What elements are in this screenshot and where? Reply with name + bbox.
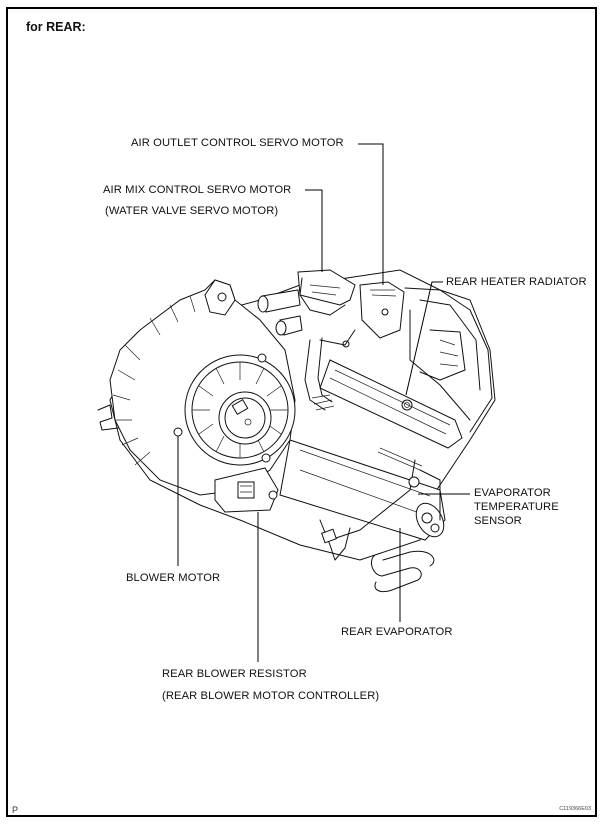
blower-housing	[97, 279, 296, 513]
leader-rear-heater-radiator	[405, 281, 443, 396]
figure-code: C119366E03	[559, 806, 591, 812]
diagram-heading: for REAR:	[26, 20, 86, 34]
diagram-frame	[6, 7, 597, 817]
fan-blades	[192, 362, 288, 458]
leader-air-mix-servo	[305, 189, 323, 272]
label-rear-blower-motor-controller: (REAR BLOWER MOTOR CONTROLLER)	[162, 690, 380, 702]
label-rear-evaporator: REAR EVAPORATOR	[341, 626, 453, 638]
leader-lines	[177, 143, 470, 662]
label-evaporator-temperature-sensor-2: TEMPERATURE	[474, 501, 559, 513]
label-water-valve-servo-motor: (WATER VALVE SERVO MOTOR)	[105, 205, 279, 217]
label-air-mix-control-servo-motor: AIR MIX CONTROL SERVO MOTOR	[103, 184, 292, 196]
label-rear-blower-resistor: REAR BLOWER RESISTOR	[162, 668, 307, 680]
label-rear-heater-radiator: REAR HEATER RADIATOR	[446, 276, 587, 288]
label-air-outlet-control-servo-motor: AIR OUTLET CONTROL SERVO MOTOR	[131, 137, 344, 149]
servo-motor-assembly	[257, 269, 405, 411]
label-blower-motor: BLOWER MOTOR	[126, 572, 221, 584]
label-evaporator-temperature-sensor-3: SENSOR	[474, 515, 522, 527]
leader-air-outlet-servo	[358, 143, 384, 285]
label-evaporator-temperature-sensor-1: EVAPORATOR	[474, 487, 551, 499]
page-marker: P	[12, 805, 19, 815]
